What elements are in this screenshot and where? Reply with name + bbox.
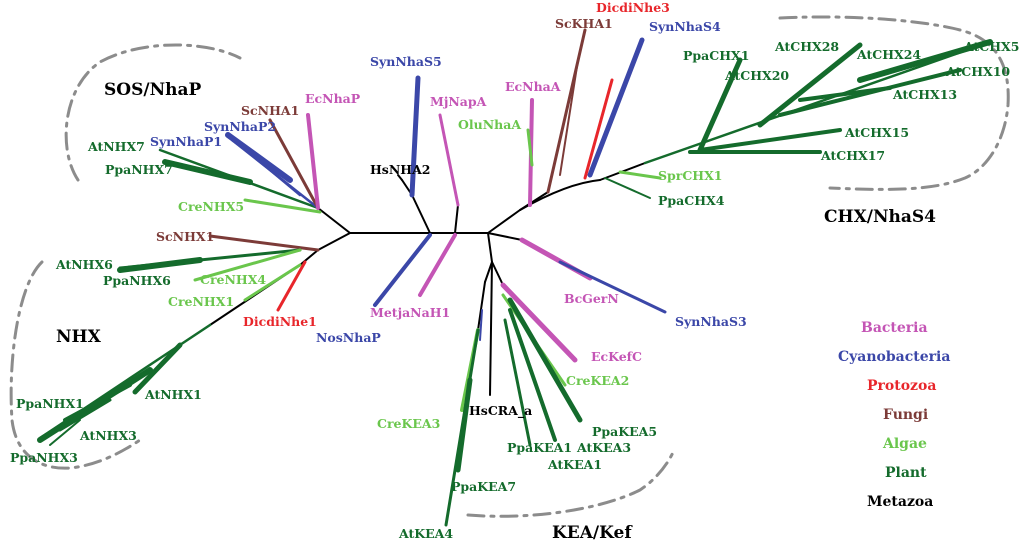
leaf-label: AtCHX20 — [724, 68, 789, 83]
leaf-label: PpaCHX4 — [658, 193, 725, 208]
leaf-label: HsCRA_a — [469, 403, 532, 419]
leaf-label: AtNHX3 — [79, 428, 137, 443]
chx-clade-boundary — [778, 15, 1010, 191]
leaf-label: OluNhaA — [458, 117, 521, 132]
leaf-label: PpaNHX6 — [103, 273, 171, 288]
leaf-label: AtKEA3 — [576, 440, 631, 455]
leaf-label: AtKEA1 — [547, 457, 602, 472]
leaf-label: AtCHX10 — [945, 64, 1010, 79]
clade-titles: SOS/NhaP NHX CHX/NhaS4 KEA/Kef — [56, 80, 936, 543]
leaf-label: BcGerN — [564, 291, 619, 306]
leaf-label: CreNHX1 — [168, 294, 234, 309]
leaf-label: SynNhaS3 — [675, 314, 747, 329]
leaf-label: SynNhaP1 — [150, 134, 222, 149]
leaf-label: CreNHX5 — [178, 199, 244, 214]
leaf-label: MetjaNaH1 — [370, 305, 450, 320]
tree-backbone — [209, 162, 646, 396]
clade-title-chx: CHX/NhaS4 — [824, 207, 936, 227]
legend: Bacteria Cyanobacteria Protozoa Fungi Al… — [838, 320, 950, 510]
leaf-label: EcNhaP — [305, 91, 361, 106]
leaf-label: AtKEA4 — [398, 526, 453, 541]
clade-title-sos: SOS/NhaP — [104, 80, 201, 100]
leaf-label: PpaNHX3 — [10, 450, 78, 465]
clade-title-nhx: NHX — [56, 327, 102, 347]
leaf-label: DicdiNhe3 — [596, 0, 670, 15]
leaf-label: CreNHX4 — [200, 272, 266, 287]
nhx-clade-branches — [37, 234, 320, 446]
leaf-labels: AtNHX7 SynNhaP1 SynNhaP2 ScNHA1 EcNhaP P… — [10, 0, 1019, 541]
clade-boundaries — [9, 15, 1010, 518]
leaf-label: AtCHX17 — [820, 148, 885, 163]
leaf-label: CreKEA3 — [377, 416, 440, 431]
leaf-label: CreKEA2 — [566, 373, 629, 388]
leaf-label: AtCHX28 — [774, 39, 839, 54]
leaf-label: HsNHA2 — [370, 162, 430, 177]
leaf-label: DicdiNhe1 — [243, 314, 317, 329]
leaf-label: ScNHA1 — [241, 103, 299, 118]
leaf-label: ScKHA1 — [555, 16, 613, 31]
leaf-label: AtCHX5 — [963, 39, 1019, 54]
leaf-label: PpaCHX1 — [683, 48, 749, 63]
kea-clade-branches — [373, 233, 667, 527]
leaf-label: EcNhaA — [505, 79, 561, 94]
leaf-label: PpaKEA7 — [451, 479, 516, 494]
leaf-label: PpaNHX7 — [105, 162, 173, 177]
legend-item-cyanobacteria: Cyanobacteria — [838, 349, 950, 365]
legend-item-fungi: Fungi — [883, 407, 928, 423]
leaf-label: AtNHX1 — [144, 387, 202, 402]
leaf-label: AtNHX6 — [55, 257, 113, 272]
sos-clade-branches — [158, 75, 460, 214]
leaf-label: SynNhaS5 — [370, 54, 442, 69]
sos-clade-boundary — [64, 43, 242, 182]
leaf-label: SprCHX1 — [658, 168, 723, 183]
leaf-label: SynNhaP2 — [204, 119, 276, 134]
leaf-label: PpaKEA1 — [507, 440, 572, 455]
leaf-label: EcKefC — [591, 349, 642, 364]
leaf-label: MjNapA — [430, 94, 487, 109]
nhx-clade-boundary — [9, 260, 142, 470]
legend-item-protozoa: Protozoa — [867, 378, 936, 394]
leaf-label: AtCHX15 — [844, 125, 909, 140]
leaf-label: AtCHX24 — [856, 47, 921, 62]
legend-item-algae: Algae — [882, 436, 927, 452]
leaf-label: ScNHX1 — [156, 229, 214, 244]
legend-item-plant: Plant — [885, 465, 927, 481]
clade-title-kea: KEA/Kef — [552, 523, 633, 543]
kea-clade-boundary — [466, 446, 677, 518]
leaf-label: PpaKEA5 — [592, 424, 657, 439]
leaf-label: PpaNHX1 — [16, 396, 84, 411]
leaf-label: AtCHX13 — [892, 87, 957, 102]
leaf-label: NosNhaP — [316, 330, 381, 345]
legend-item-metazoa: Metazoa — [867, 494, 933, 510]
leaf-label: AtNHX7 — [87, 139, 145, 154]
legend-item-bacteria: Bacteria — [861, 320, 928, 336]
chx-clade-branches — [526, 28, 993, 207]
leaf-label: SynNhaS4 — [649, 19, 721, 34]
